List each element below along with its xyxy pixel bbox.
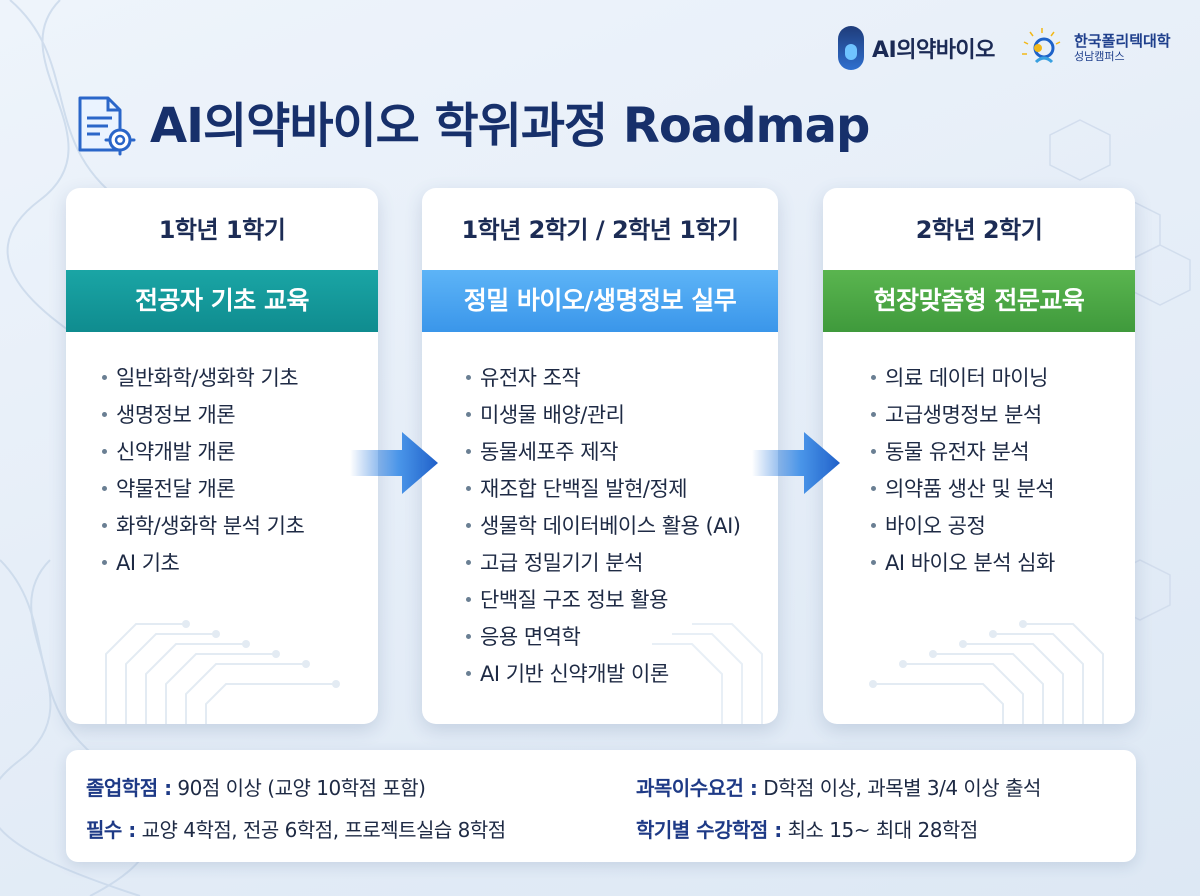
requirement-value: D학점 이상, 과목별 3/4 이상 출석 xyxy=(757,776,1041,800)
polytech-campus: 성남캠퍼스 xyxy=(1074,49,1125,63)
list-item: 의료 데이터 마이닝 xyxy=(871,360,1121,397)
polytech-name: 한국폴리텍대학 xyxy=(1074,31,1171,50)
list-item: 생물학 데이터베이스 활용 (AI) xyxy=(466,508,764,545)
stage-card-3: 2학년 2학기 현장맞춤형 전문교육 의료 데이터 마이닝 고급생명정보 분석 … xyxy=(823,188,1135,724)
stage-card-1: 1학년 1학기 전공자 기초 교육 일반화학/생화학 기초 생명정보 개론 신약… xyxy=(66,188,378,724)
circuit-decoration xyxy=(105,620,340,724)
bullet-icon xyxy=(871,448,876,454)
bullet-icon xyxy=(871,411,876,417)
course-list: 일반화학/생화학 기초 생명정보 개론 신약개발 개론 약물전달 개론 화학/생… xyxy=(102,360,364,582)
document-gear-icon xyxy=(78,96,136,156)
polytech-emblem-icon xyxy=(1022,28,1061,64)
list-item: 단백질 구조 정보 활용 xyxy=(466,582,764,619)
arrow-right-icon xyxy=(752,432,840,494)
bullet-icon xyxy=(871,374,876,380)
course-completion-requirement: 과목이수요건 : D학점 이상, 과목별 3/4 이상 출석 xyxy=(636,772,1041,801)
arrow-right-icon xyxy=(350,432,438,494)
stage-term: 1학년 2학기 / 2학년 1학기 xyxy=(461,216,739,244)
requirements-panel: 졸업학점 : 90점 이상 (교양 10학점 포함) 필수 : 교양 4학점, … xyxy=(66,750,1136,862)
ai-pharma-bio-logo: AI의약바이오 xyxy=(838,26,995,70)
bullet-icon xyxy=(871,559,876,565)
list-item: 신약개발 개론 xyxy=(102,434,364,471)
required-credits: 필수 : 교양 4학점, 전공 6학점, 프로젝트실습 8학점 xyxy=(86,814,506,843)
bullet-icon xyxy=(102,522,107,528)
bullet-icon xyxy=(466,633,471,639)
dna-badge-icon xyxy=(838,26,864,70)
stage-subject: 전공자 기초 교육 xyxy=(66,270,378,332)
list-item: AI 기초 xyxy=(102,545,364,582)
list-item: 유전자 조작 xyxy=(466,360,764,397)
circuit-decoration xyxy=(869,620,1104,724)
ai-pharma-bio-logo-text: AI의약바이오 xyxy=(872,38,995,63)
stage-card-2: 1학년 2학기 / 2학년 1학기 정밀 바이오/생명정보 실무 유전자 조작 … xyxy=(422,188,778,724)
bullet-icon xyxy=(466,374,471,380)
semester-credit-range: 학기별 수강학점 : 최소 15~ 최대 28학점 xyxy=(636,814,978,843)
polytech-logo: 한국폴리텍대학 성남캠퍼스 xyxy=(1016,24,1171,70)
page-title: AI의약바이오 학위과정 Roadmap xyxy=(150,98,870,154)
bullet-icon xyxy=(466,522,471,528)
list-item: AI 기반 신약개발 이론 xyxy=(466,656,764,693)
bullet-icon xyxy=(466,448,471,454)
stage-subject: 정밀 바이오/생명정보 실무 xyxy=(422,270,778,332)
course-list: 의료 데이터 마이닝 고급생명정보 분석 동물 유전자 분석 의약품 생산 및 … xyxy=(871,360,1121,582)
requirement-value: 최소 15~ 최대 28학점 xyxy=(781,818,979,842)
bullet-icon xyxy=(466,411,471,417)
list-item: 응용 면역학 xyxy=(466,619,764,656)
bullet-icon xyxy=(102,448,107,454)
requirement-label: 과목이수요건 : xyxy=(636,776,758,800)
bullet-icon xyxy=(102,374,107,380)
bullet-icon xyxy=(102,559,107,565)
bullet-icon xyxy=(466,596,471,602)
requirement-label: 필수 : xyxy=(86,818,136,842)
list-item: 미생물 배양/관리 xyxy=(466,397,764,434)
requirement-label: 학기별 수강학점 : xyxy=(636,818,782,842)
list-item: 동물 유전자 분석 xyxy=(871,434,1121,471)
list-item: 바이오 공정 xyxy=(871,508,1121,545)
list-item: 고급생명정보 분석 xyxy=(871,397,1121,434)
bullet-icon xyxy=(102,485,107,491)
requirement-value: 교양 4학점, 전공 6학점, 프로젝트실습 8학점 xyxy=(135,818,507,842)
list-item: 화학/생화학 분석 기초 xyxy=(102,508,364,545)
bullet-icon xyxy=(871,522,876,528)
stage-term: 2학년 2학기 xyxy=(915,216,1043,244)
stage-subject: 현장맞춤형 전문교육 xyxy=(823,270,1135,332)
bullet-icon xyxy=(466,559,471,565)
bullet-icon xyxy=(466,670,471,676)
list-item: 동물세포주 제작 xyxy=(466,434,764,471)
graduation-credits: 졸업학점 : 90점 이상 (교양 10학점 포함) xyxy=(86,772,426,801)
list-item: 일반화학/생화학 기초 xyxy=(102,360,364,397)
list-item: 재조합 단백질 발현/정제 xyxy=(466,471,764,508)
course-list: 유전자 조작 미생물 배양/관리 동물세포주 제작 재조합 단백질 발현/정제 … xyxy=(466,360,764,693)
bullet-icon xyxy=(102,411,107,417)
list-item: AI 바이오 분석 심화 xyxy=(871,545,1121,582)
circuit-decoration xyxy=(652,623,763,724)
requirement-label: 졸업학점 : xyxy=(86,776,172,800)
stage-term: 1학년 1학기 xyxy=(158,216,286,244)
bullet-icon xyxy=(871,485,876,491)
requirement-value: 90점 이상 (교양 10학점 포함) xyxy=(171,776,426,800)
list-item: 약물전달 개론 xyxy=(102,471,364,508)
list-item: 고급 정밀기기 분석 xyxy=(466,545,764,582)
list-item: 생명정보 개론 xyxy=(102,397,364,434)
list-item: 의약품 생산 및 분석 xyxy=(871,471,1121,508)
bullet-icon xyxy=(466,485,471,491)
